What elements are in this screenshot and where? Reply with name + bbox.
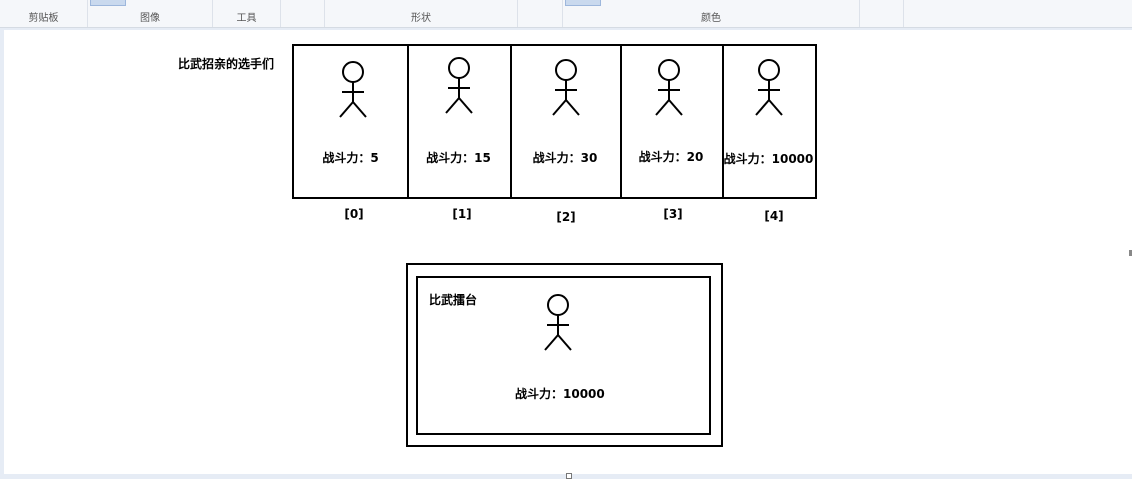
ribbon-group-label: 图像 xyxy=(140,13,160,24)
ribbon-group-label: 形状 xyxy=(411,13,431,24)
player-index-2: [2] xyxy=(556,210,576,224)
arena-power: 战斗力：10000 xyxy=(515,387,605,401)
ribbon-group-image[interactable]: 图像 xyxy=(88,0,213,27)
drawing-canvas[interactable] xyxy=(4,30,1132,474)
stick-figure-icon xyxy=(552,59,580,116)
player-index-3: [3] xyxy=(663,207,683,221)
ribbon-group-colors[interactable]: 颜色 xyxy=(563,0,860,27)
player-index-4: [4] xyxy=(764,209,784,223)
stick-figure-icon xyxy=(445,57,473,114)
stick-figure-icon xyxy=(755,59,783,116)
arena-outer-frame xyxy=(406,263,723,447)
player-power: 战斗力：5 xyxy=(322,151,379,165)
ribbon-group-divider xyxy=(860,0,904,27)
ribbon-group-label: 工具 xyxy=(236,13,257,24)
ribbon-group-shapes[interactable]: 形状 xyxy=(325,0,518,27)
player-power: 战斗力：10000 xyxy=(723,152,814,166)
player-cell-1: 战斗力：15 xyxy=(407,44,512,199)
ribbon-group-divider xyxy=(281,0,325,27)
player-power: 战斗力：20 xyxy=(638,150,704,164)
player-cell-2: 战斗力：30 xyxy=(510,44,622,199)
color-swatch-icon[interactable] xyxy=(565,0,601,6)
stick-figure-icon xyxy=(655,59,683,116)
canvas-side-handle[interactable] xyxy=(1129,250,1132,256)
stick-figure-icon xyxy=(544,294,572,351)
player-index-1: [1] xyxy=(452,207,472,221)
arena-title: 比武擂台 xyxy=(429,293,478,307)
ribbon-group-label: 颜色 xyxy=(701,13,721,24)
ribbon-group-divider xyxy=(518,0,563,27)
ribbon-group-tools[interactable]: 工具 xyxy=(213,0,281,27)
ribbon-group-clipboard[interactable]: 剪贴板 xyxy=(0,0,88,27)
player-cell-3: 战斗力：20 xyxy=(620,44,724,199)
image-select-icon[interactable] xyxy=(90,0,126,6)
stick-figure-icon xyxy=(339,61,367,118)
player-power: 战斗力：30 xyxy=(532,151,598,165)
lane-title: 比武招亲的选手们 xyxy=(178,57,275,71)
player-cell-4: 战斗力：10000 xyxy=(722,44,817,199)
arena-inner-frame xyxy=(416,276,711,435)
player-power: 战斗力：15 xyxy=(426,151,491,165)
ribbon-toolbar: 剪贴板 图像 工具 形状 颜色 xyxy=(0,0,1132,28)
player-cell-0: 战斗力：5 xyxy=(292,44,409,199)
canvas-resize-handle[interactable] xyxy=(566,473,572,479)
player-index-0: [0] xyxy=(344,207,364,221)
ribbon-group-label: 剪贴板 xyxy=(28,13,59,24)
